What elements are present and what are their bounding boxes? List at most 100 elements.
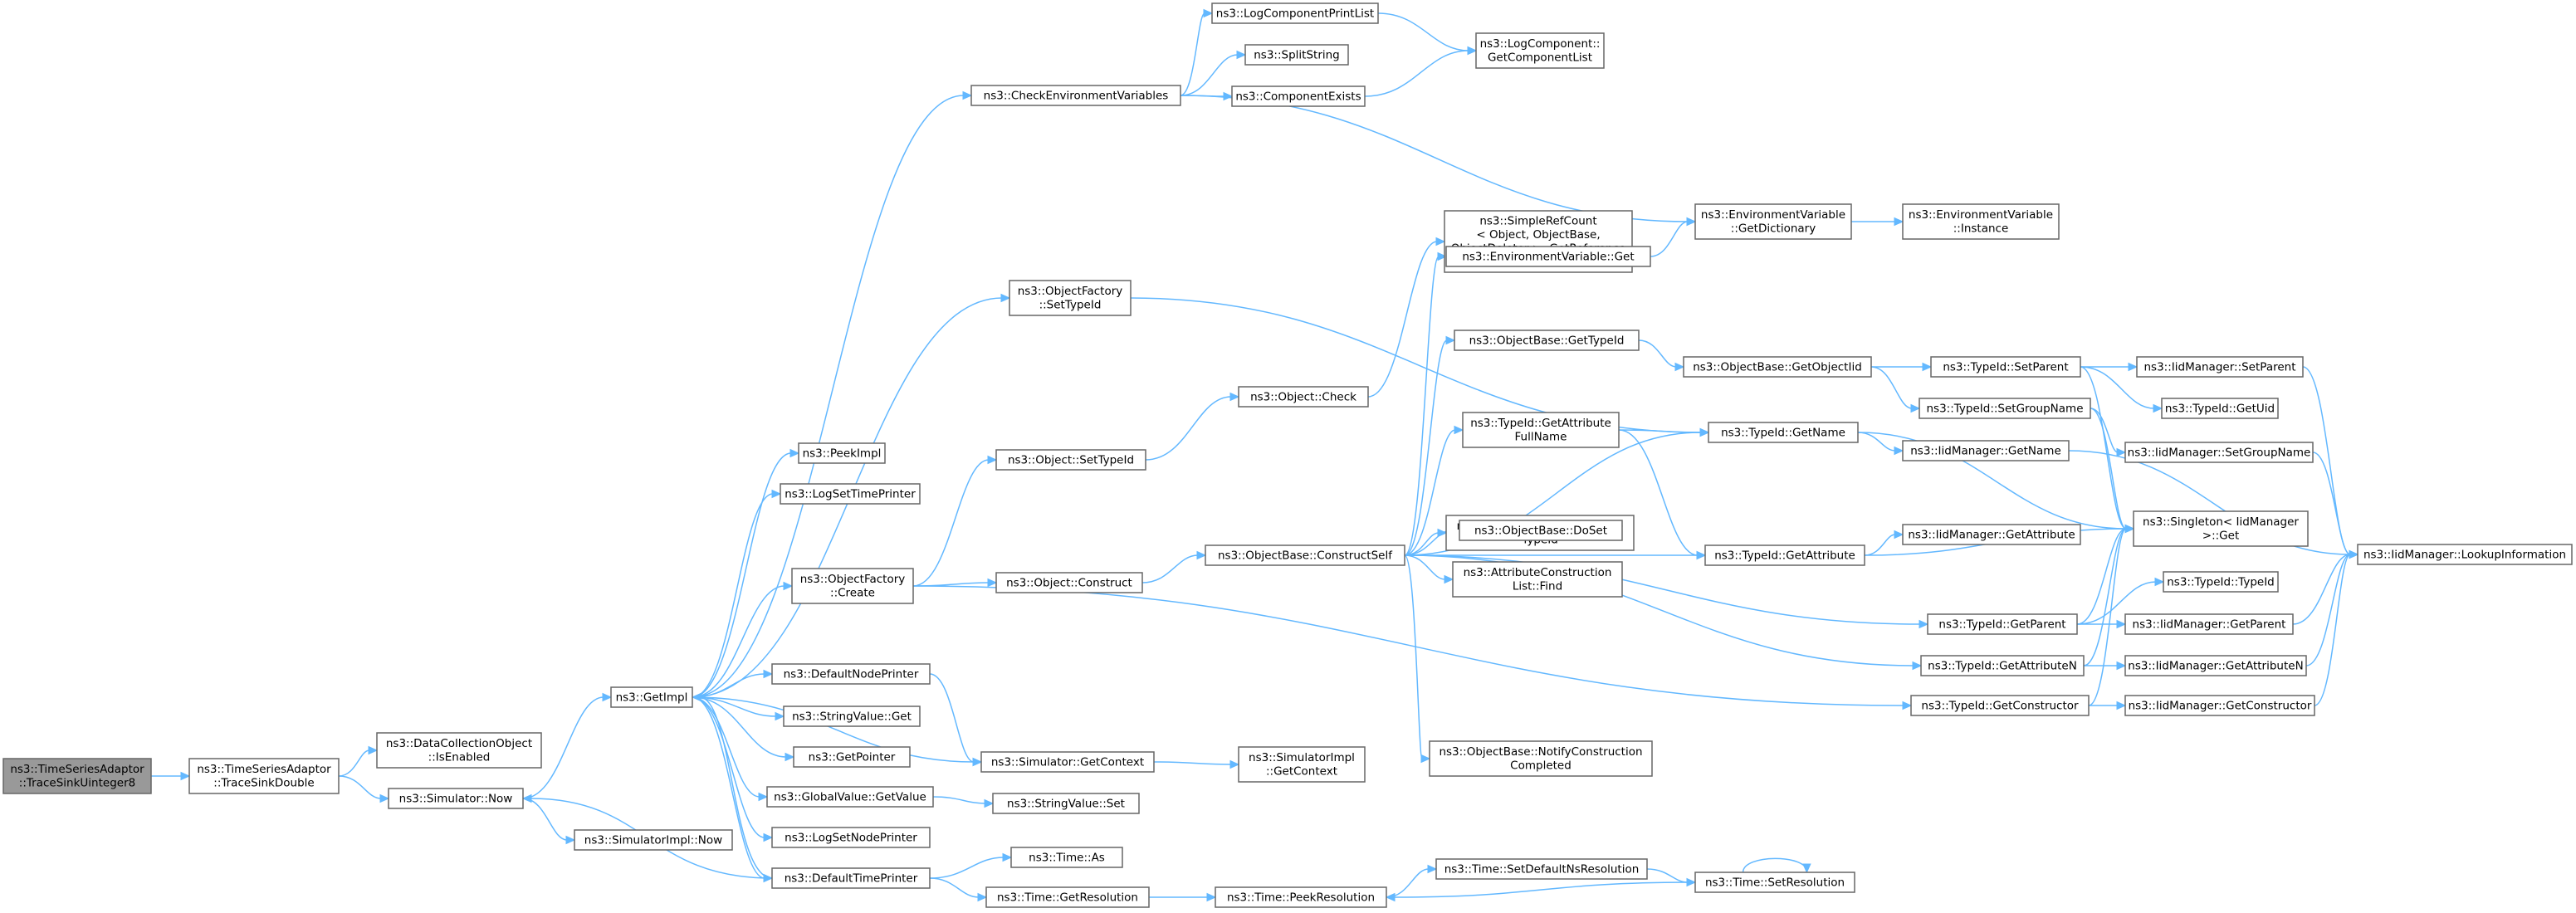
node-label: ns3::Singleton< IidManager (2143, 515, 2299, 529)
node-simnow[interactable]: ns3::SimulatorImpl::Now (574, 829, 733, 851)
edge-obconstructself-to-tidgetparent (1404, 554, 1921, 625)
node-envinst[interactable]: ns3::EnvironmentVariable::Instance (1902, 203, 2060, 240)
node-label: ns3::AttributeConstruction (1464, 566, 1612, 579)
edge-tidsetparent-to-tidgetuid (2080, 366, 2155, 409)
node-box (1454, 330, 1640, 351)
node-box (1244, 44, 1349, 66)
edge-arrowhead (1902, 701, 1913, 710)
node-ofcreate[interactable]: ns3::ObjectFactory::Create (791, 568, 914, 604)
node-box (1009, 280, 1132, 316)
node-getimpl[interactable]: ns3::GetImpl (610, 686, 693, 708)
node-tidtid[interactable]: ns3::TypeId::TypeId (2163, 571, 2279, 593)
node-label: ns3::ObjectFactory (1018, 285, 1123, 298)
node-tsd[interactable]: ns3::TimeSeriesAdaptor::TraceSinkDouble (188, 758, 340, 794)
node-label: ns3::IidManager::SetGroupName (2128, 446, 2311, 459)
node-label: ns3::TypeId::GetName (1721, 426, 1845, 439)
node-tidgetctor[interactable]: ns3::TypeId::GetConstructor (1910, 695, 2090, 716)
edge-arrowhead (783, 581, 794, 591)
node-label: ns3::Time::SetResolution (1705, 876, 1845, 889)
node-box (376, 732, 542, 769)
edge-arrowhead (1420, 754, 1431, 764)
node-singleton[interactable]: ns3::Singleton< IidManager>::Get (2133, 510, 2309, 547)
node-simimplgetctx[interactable]: ns3::SimulatorImpl::GetContext (1238, 746, 1366, 783)
node-lcpl[interactable]: ns3::LogComponentPrintList (1211, 2, 1379, 24)
node-compexists[interactable]: ns3::ComponentExists (1231, 85, 1366, 107)
node-svset[interactable]: ns3::StringValue::Set (992, 793, 1140, 814)
node-peekimpl[interactable]: ns3::PeekImpl (798, 442, 886, 464)
node-timesetres[interactable]: ns3::Time::SetResolution (1694, 872, 1855, 893)
node-iidgetattrn[interactable]: ns3::IidManager::GetAttributeN (2124, 655, 2307, 676)
node-label: ns3::SimulatorImpl::Now (584, 833, 722, 847)
node-logstp[interactable]: ns3::LogSetTimePrinter (780, 483, 921, 505)
edge-arrowhead (1910, 403, 1921, 413)
node-gvget[interactable]: ns3::GlobalValue::GetValue (766, 786, 934, 808)
edge-arrowhead (691, 692, 701, 702)
node-box (2124, 442, 2314, 463)
node-obgetoiid[interactable]: ns3::ObjectBase::GetObjectIid (1683, 356, 1872, 378)
node-label: ns3::DefaultNodePrinter (784, 667, 919, 681)
node-iidgetparent[interactable]: ns3::IidManager::GetParent (2124, 613, 2294, 635)
node-label: ns3::TimeSeriesAdaptor (197, 763, 331, 776)
node-simgetctx[interactable]: ns3::Simulator::GetContext (980, 751, 1155, 773)
node-tidgetattrn[interactable]: ns3::TypeId::GetAttributeN (1920, 655, 2085, 676)
node-label: ns3::EnvironmentVariable::Get (1462, 250, 1634, 263)
edge-arrowhead (1444, 574, 1454, 584)
node-tidgetname[interactable]: ns3::TypeId::GetName (1708, 422, 1859, 443)
node-lcgcl[interactable]: ns3::LogComponent::GetComponentList (1475, 32, 1605, 69)
node-label: ns3::Object::Construct (1006, 576, 1132, 589)
node-obnotify[interactable]: ns3::ObjectBase::NotifyConstructionCompl… (1429, 740, 1653, 777)
node-now[interactable]: ns3::Simulator::Now (388, 788, 524, 809)
node-box (2133, 510, 2309, 547)
node-box (766, 786, 934, 808)
node-getptr[interactable]: ns3::GetPointer (793, 746, 911, 768)
node-objsettid[interactable]: ns3::Object::SetTypeId (995, 449, 1146, 471)
node-obgettid[interactable]: ns3::ObjectBase::GetTypeId (1454, 330, 1640, 351)
node-label: ns3::StringValue::Set (1007, 797, 1125, 810)
node-tidsetgroup[interactable]: ns3::TypeId::SetGroupName (1919, 398, 2091, 419)
node-ofsettid[interactable]: ns3::ObjectFactory::SetTypeId (1009, 280, 1132, 316)
edge-arrowhead (1223, 91, 1234, 101)
node-iidsetparent[interactable]: ns3::IidManager::SetParent (2136, 356, 2304, 378)
node-timeas[interactable]: ns3::Time::As (1010, 847, 1123, 868)
node-tidgetuid[interactable]: ns3::TypeId::GetUid (2161, 398, 2279, 419)
node-tsdnr[interactable]: ns3::Time::SetDefaultNsResolution (1435, 858, 1648, 880)
node-label: ns3::IidManager::LookupInformation (2363, 548, 2566, 561)
node-cev[interactable]: ns3::CheckEnvironmentVariables (970, 85, 1181, 106)
node-split[interactable]: ns3::SplitString (1244, 44, 1349, 66)
node-obconstructself[interactable]: ns3::ObjectBase::ConstructSelf (1205, 544, 1405, 566)
node-box (1211, 2, 1379, 24)
edge-arrowhead (1686, 217, 1697, 227)
node-box (1475, 32, 1605, 69)
node-label: ns3::IidManager::GetName (1910, 444, 2061, 457)
node-iidgetattr[interactable]: ns3::IidManager::GetAttribute (1902, 524, 2081, 545)
node-envget[interactable]: ns3::EnvironmentVariable::Get (1445, 246, 1651, 267)
node-svget[interactable]: ns3::StringValue::Get (783, 706, 921, 727)
edge-arrowhead (977, 892, 988, 902)
node-iidgetname[interactable]: ns3::IidManager::GetName (1902, 440, 2070, 461)
node-envgetdict[interactable]: ns3::EnvironmentVariable::GetDictionary (1694, 203, 1852, 240)
node-tidgetparent[interactable]: ns3::TypeId::GetParent (1927, 613, 2078, 635)
node-label: ns3::GetImpl (616, 691, 688, 704)
node-root[interactable]: ns3::TimeSeriesAdaptor::TraceSinkUintege… (2, 758, 152, 794)
edge-arrowhead (368, 745, 379, 755)
node-label: ns3::SimulatorImpl (1249, 751, 1355, 764)
node-dco[interactable]: ns3::DataCollectionObject::IsEnabled (376, 732, 542, 769)
node-timegetres[interactable]: ns3::Time::GetResolution (985, 886, 1150, 908)
node-box (1694, 872, 1855, 893)
node-lsnp[interactable]: ns3::LogSetNodePrinter (771, 827, 931, 848)
node-objcheck[interactable]: ns3::Object::Check (1238, 386, 1369, 408)
node-iidlookup[interactable]: ns3::IidManager::LookupInformation (2357, 544, 2573, 565)
node-dtp[interactable]: ns3::DefaultTimePrinter (771, 867, 931, 889)
node-tidsetparent[interactable]: ns3::TypeId::SetParent (1930, 356, 2081, 378)
node-timepeekres[interactable]: ns3::Time::PeekResolution (1215, 886, 1387, 908)
edge-iidgetctor-to-iidlookup (2314, 554, 2351, 706)
node-iidgetctor[interactable]: ns3::IidManager::GetConstructor (2124, 695, 2315, 716)
node-box (793, 746, 911, 768)
node-dnp[interactable]: ns3::DefaultNodePrinter (771, 663, 931, 685)
node-obdoset[interactable]: ns3::ObjectBase::DoSet (1459, 520, 1623, 541)
node-iidsetgroup[interactable]: ns3::IidManager::SetGroupName (2124, 442, 2314, 463)
node-tidgetattr[interactable]: ns3::TypeId::GetAttribute (1704, 544, 1865, 566)
node-objconstruct[interactable]: ns3::Object::Construct (995, 572, 1143, 593)
